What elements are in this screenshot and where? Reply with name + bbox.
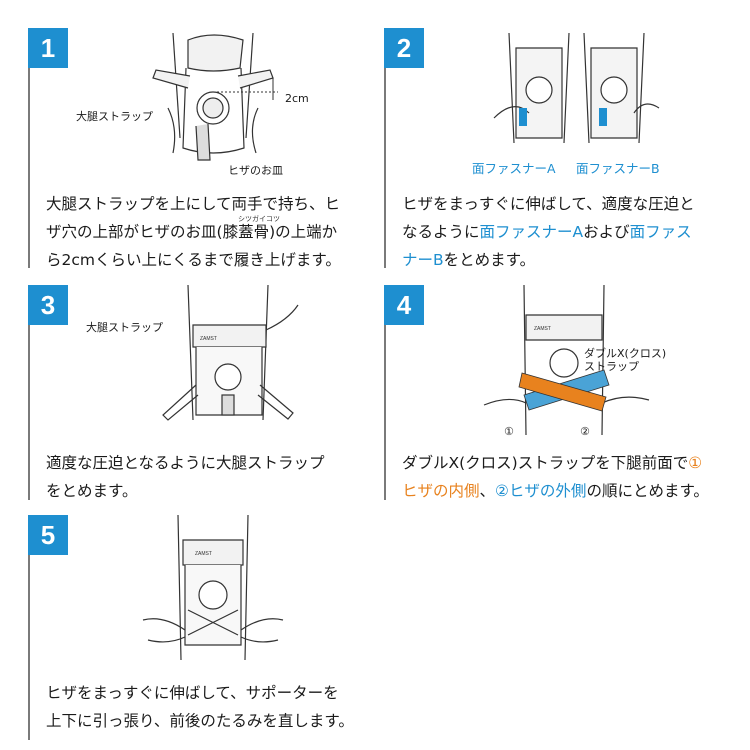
- knee-adjust-illustration: ZAMST: [142, 515, 284, 661]
- desc-line: の順にとめます。: [586, 482, 709, 500]
- step-divider: [28, 28, 30, 268]
- step-5: 5 ZAMST ヒザをまっすぐに伸ばして、サポーターを 上下に引っ張り、前後のた…: [28, 515, 368, 740]
- desc-line: および: [583, 223, 630, 241]
- desc-highlight: ②ヒザの外側: [495, 482, 587, 500]
- step-divider: [28, 285, 30, 500]
- desc-highlight: 面ファス: [629, 223, 692, 241]
- knee-thigh-strap-illustration: ZAMST: [162, 285, 299, 421]
- label-distance: 2cm: [285, 92, 309, 105]
- desc-line: 、: [479, 482, 496, 500]
- ruby-reading: シツガイコツ: [238, 215, 280, 223]
- step-description: 適度な圧迫となるように大腿ストラップ をとめます。: [46, 449, 325, 505]
- label-thigh-strap: 大腿ストラップ: [86, 321, 163, 334]
- step-description: 大腿ストラップを上にして両手で持ち、ヒ ザ穴の上部がヒザのお皿(膝蓋骨)の上端か…: [46, 190, 341, 274]
- brand-logo: ZAMST: [200, 336, 217, 342]
- step-number: 3: [28, 285, 68, 325]
- desc-line: ら2cmくらい上にくるまで履き上げます。: [46, 251, 341, 269]
- step-divider: [28, 515, 30, 740]
- desc-highlight: ①: [688, 454, 703, 472]
- label-double-x-strap: ダブルX(クロス)ストラップ: [584, 347, 666, 373]
- desc-line: なるように: [402, 223, 480, 241]
- desc-line: をとめます。: [443, 251, 536, 269]
- desc-highlight: ナーB: [402, 251, 444, 269]
- step-1: 1 大腿ストラップ 2cm ヒザのお皿 シツガイコツ 大腿ストラップを上にして両…: [28, 28, 368, 269]
- label-thigh-strap: 大腿ストラップ: [76, 110, 153, 123]
- label-line: ダブルX(クロス): [584, 347, 667, 360]
- step-divider: [384, 285, 386, 500]
- label-line: ストラップ: [584, 360, 639, 373]
- knee-double-x-strap-illustration: ZAMST: [483, 285, 650, 436]
- label-mark-1: ①: [504, 425, 514, 438]
- knee-fastener-illustration: [493, 32, 660, 144]
- step-number: 4: [384, 285, 424, 325]
- desc-line: )の上端か: [269, 223, 338, 241]
- knee-supporter-illustration: [152, 32, 278, 161]
- brand-logo: ZAMST: [195, 551, 212, 557]
- label-fastener-b: 面ファスナーB: [576, 161, 660, 176]
- desc-highlight: ヒザの内側: [402, 482, 480, 500]
- step-number: 1: [28, 28, 68, 68]
- desc-line: ヒザをまっすぐに伸ばして、サポーターを: [46, 684, 339, 702]
- desc-line: 大腿ストラップを上にして両手で持ち、ヒ: [46, 195, 341, 213]
- desc-line: 適度な圧迫となるように大腿ストラップ: [46, 454, 325, 472]
- step-number: 2: [384, 28, 424, 68]
- desc-line: をとめます。: [46, 482, 138, 500]
- desc-line: ザ穴の上部がヒザのお皿(: [46, 223, 223, 241]
- step-description: ヒザをまっすぐに伸ばして、適度な圧迫と なるように面ファスナーAおよび面ファス …: [402, 190, 695, 274]
- step-description: ダブルX(クロス)ストラップを下腿前面で① ヒザの内側、②ヒザの外側の順にとめま…: [402, 449, 709, 505]
- step-description: ヒザをまっすぐに伸ばして、サポーターを 上下に引っ張り、前後のたるみを直します。: [46, 679, 354, 735]
- desc-line: 上下に引っ張り、前後のたるみを直します。: [46, 712, 354, 730]
- desc-highlight: 面ファスナーA: [479, 223, 584, 241]
- label-fastener-a: 面ファスナーA: [472, 161, 556, 176]
- desc-line: ダブルX(クロス)ストラップを下腿前面で: [402, 454, 689, 472]
- label-mark-2: ②: [580, 425, 590, 438]
- step-4: 4 ZAMST ダブルX(クロス)ストラップ ① ② ダブルX(クロス)ストラッ…: [384, 285, 724, 500]
- brand-logo: ZAMST: [534, 326, 551, 332]
- step-3: 3 ZAMST 大腿ストラップ 適度な圧迫となるように大腿ストラップ をとめます…: [28, 285, 368, 500]
- label-kneecap: ヒザのお皿: [228, 164, 283, 177]
- step-2: 2 面ファスナーA 面ファスナーB ヒザをまっすぐに伸ばして、適度な圧迫と なる…: [384, 28, 724, 269]
- step-number: 5: [28, 515, 68, 555]
- desc-line: 膝蓋骨: [222, 223, 270, 241]
- desc-line: ヒザをまっすぐに伸ばして、適度な圧迫と: [402, 195, 695, 213]
- step-divider: [384, 28, 386, 268]
